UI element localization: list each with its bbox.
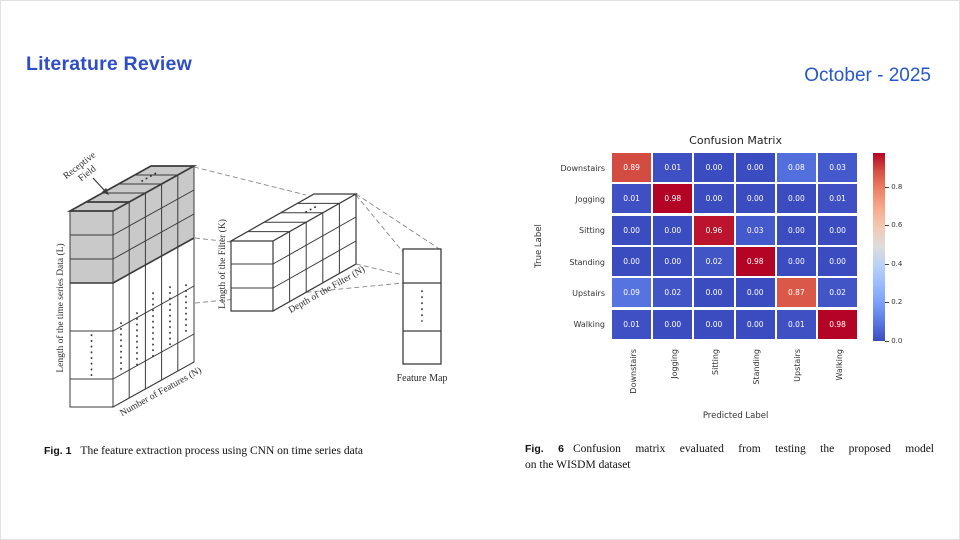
row-label: Downstairs xyxy=(560,163,605,173)
figure6-label: Fig. 6 xyxy=(525,443,564,455)
matrix-cell: 0.03 xyxy=(735,215,775,245)
matrix-cell: 0.01 xyxy=(612,309,652,339)
row-label: Walking xyxy=(573,320,605,330)
row-label: Upstairs xyxy=(572,289,605,299)
row-label: Sitting xyxy=(579,226,605,236)
matrix-cell: 0.00 xyxy=(735,153,775,182)
matrix-cell: 0.87 xyxy=(776,278,816,308)
row-label: Jogging xyxy=(575,195,605,205)
colorbar-tick xyxy=(885,302,890,304)
input-length-axis-label: Length of the time series Data (L) xyxy=(55,243,66,372)
matrix-cell: 0.02 xyxy=(694,247,734,276)
colorbar-tick xyxy=(885,225,890,227)
matrix-cell: 0.00 xyxy=(694,278,734,308)
matrix-cell: 0.01 xyxy=(612,184,652,214)
dashed-connectors xyxy=(193,166,442,276)
col-label: Walking xyxy=(834,349,844,381)
colorbar-tick-label: 0.6 xyxy=(891,221,903,230)
matrix-cell: 0.00 xyxy=(653,247,693,276)
colorbar-tick-label: 0.2 xyxy=(891,298,903,307)
x-axis-label: Predicted Label xyxy=(702,411,769,422)
matrix-cell: 0.98 xyxy=(735,247,775,276)
matrix-cell: 0.96 xyxy=(694,215,734,245)
colorbar xyxy=(873,153,886,342)
matrix-cell: 0.00 xyxy=(818,247,858,276)
y-axis-label: True Label xyxy=(534,224,544,268)
feature-map xyxy=(402,248,442,365)
matrix-cell: 0.03 xyxy=(818,153,858,182)
colorbar-tick xyxy=(885,263,890,265)
matrix-cell: 0.00 xyxy=(735,278,775,308)
matrix-cell: 0.00 xyxy=(776,184,816,214)
matrix-cell: 0.00 xyxy=(612,247,652,276)
matrix-cell: 0.00 xyxy=(694,153,734,182)
matrix-cell: 0.00 xyxy=(818,215,858,245)
filter-length-label: Length of the Filter (K) xyxy=(217,219,228,309)
matrix-cell: 0.01 xyxy=(776,309,816,339)
matrix-cell: 0.00 xyxy=(694,184,734,214)
matrix-cell: 0.89 xyxy=(612,153,652,182)
colorbar-tick-label: 0.0 xyxy=(891,336,903,345)
colorbar-tick-label: 0.8 xyxy=(891,183,903,192)
feature-map-label: Feature Map xyxy=(397,373,448,384)
figure1-label: Fig. 1 xyxy=(44,445,72,457)
matrix-cell: 0.00 xyxy=(735,309,775,339)
matrix-cell: 0.00 xyxy=(776,247,816,276)
matrix-cell: 0.02 xyxy=(653,278,693,308)
matrix-cell: 0.08 xyxy=(776,153,816,182)
colorbar-tick-label: 0.4 xyxy=(891,259,903,268)
colorbar-tick xyxy=(885,340,890,342)
page-title: Literature Review xyxy=(26,53,192,75)
matrix-cell: 0.00 xyxy=(735,184,775,214)
input-block xyxy=(66,165,198,408)
matrix-cell: 0.00 xyxy=(776,215,816,245)
heatmap-title: Confusion Matrix xyxy=(689,134,783,147)
matrix-cell: 0.00 xyxy=(653,215,693,245)
col-label: Standing xyxy=(752,349,762,385)
matrix-cell: 0.00 xyxy=(653,309,693,339)
filter-block xyxy=(229,192,358,312)
matrix-cell: 0.01 xyxy=(653,153,693,182)
matrix-cell: 0.98 xyxy=(653,184,693,214)
matrix-cell: 0.09 xyxy=(612,278,652,308)
col-label: Jogging xyxy=(669,349,679,379)
receptive-field-label: Receptive Field xyxy=(62,149,107,190)
colorbar-tick xyxy=(885,187,890,189)
row-label: Standing xyxy=(569,257,605,267)
header-date: October - 2025 xyxy=(804,65,931,86)
col-label: Downstairs xyxy=(628,349,638,394)
matrix-cell: 0.02 xyxy=(818,278,858,308)
col-label: Sitting xyxy=(711,349,720,376)
matrix-cell: 0.98 xyxy=(818,309,858,339)
matrix-cell: 0.00 xyxy=(612,215,652,245)
col-label: Upstairs xyxy=(793,349,803,382)
matrix-cell: 0.01 xyxy=(818,184,858,214)
receptive-field-arrow xyxy=(92,177,109,195)
matrix-cell: 0.00 xyxy=(694,309,734,339)
